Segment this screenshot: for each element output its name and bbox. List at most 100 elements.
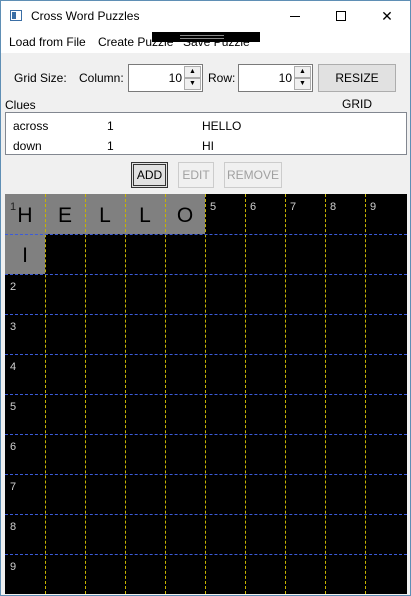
column-value[interactable]: 10 [168, 71, 182, 85]
menu-load-from-file[interactable]: Load from File [9, 35, 86, 49]
grid-cell[interactable] [325, 554, 365, 594]
grid-cell[interactable] [205, 474, 245, 514]
grid-cell[interactable] [285, 554, 325, 594]
grid-cell[interactable] [285, 514, 325, 554]
grid-cell[interactable] [85, 314, 125, 354]
grid-cell[interactable] [125, 554, 165, 594]
grid-cell[interactable] [245, 514, 285, 554]
grid-cell[interactable] [45, 274, 85, 314]
grid-cell[interactable]: 3 [5, 314, 45, 354]
grid-cell[interactable] [85, 434, 125, 474]
grid-cell[interactable] [205, 434, 245, 474]
grid-cell[interactable] [85, 394, 125, 434]
grid-cell[interactable] [125, 314, 165, 354]
grid-cell[interactable] [365, 474, 405, 514]
grid-cell[interactable] [285, 394, 325, 434]
edit-button[interactable]: EDIT [178, 162, 214, 188]
grid-cell[interactable]: 2 [5, 274, 45, 314]
grid-cell[interactable] [285, 314, 325, 354]
grid-cell[interactable]: L [85, 194, 125, 234]
grid-cell[interactable]: 7 [5, 474, 45, 514]
grid-cell[interactable] [285, 274, 325, 314]
grid-cell[interactable] [85, 354, 125, 394]
clues-list[interactable]: across 1 HELLO down 1 HI [5, 112, 407, 155]
grid-cell[interactable] [205, 514, 245, 554]
minimize-button[interactable] [272, 1, 318, 31]
grid-cell[interactable] [325, 434, 365, 474]
column-spinner[interactable]: 10 ▲ ▼ [128, 64, 203, 92]
grid-cell[interactable] [365, 354, 405, 394]
grid-cell[interactable] [365, 234, 405, 274]
grid-cell[interactable] [125, 434, 165, 474]
add-button[interactable]: ADD [131, 162, 168, 188]
close-button[interactable]: ✕ [364, 1, 410, 31]
grid-cell[interactable]: E [45, 194, 85, 234]
grid-cell[interactable] [205, 274, 245, 314]
grid-cell[interactable]: 5 [5, 394, 45, 434]
grid-cell[interactable] [245, 434, 285, 474]
grid-cell[interactable] [365, 314, 405, 354]
grid-cell[interactable] [165, 514, 205, 554]
grid-cell[interactable] [365, 514, 405, 554]
grid-cell[interactable] [45, 314, 85, 354]
grid-cell[interactable] [245, 394, 285, 434]
grid-cell[interactable] [165, 474, 205, 514]
grid-cell[interactable]: 5 [205, 194, 245, 234]
grid-cell[interactable] [205, 554, 245, 594]
grid-cell[interactable]: L [125, 194, 165, 234]
column-decrement-button[interactable]: ▼ [184, 78, 201, 90]
grid-cell[interactable] [325, 514, 365, 554]
grid-cell[interactable]: 6 [5, 434, 45, 474]
grid-cell[interactable]: 8 [5, 514, 45, 554]
grid-cell[interactable] [245, 354, 285, 394]
grid-cell[interactable] [205, 234, 245, 274]
grid-cell[interactable] [325, 394, 365, 434]
grid-cell[interactable] [85, 274, 125, 314]
grid-cell[interactable] [125, 234, 165, 274]
grid-cell[interactable] [165, 234, 205, 274]
grid-cell[interactable] [45, 354, 85, 394]
row-decrement-button[interactable]: ▼ [294, 78, 311, 90]
grid-cell[interactable] [205, 394, 245, 434]
grid-cell[interactable] [245, 314, 285, 354]
grid-cell[interactable]: 9 [365, 194, 405, 234]
grid-cell[interactable] [125, 354, 165, 394]
grid-cell[interactable] [245, 474, 285, 514]
grid-cell[interactable] [285, 474, 325, 514]
grid-cell[interactable] [45, 394, 85, 434]
grid-cell[interactable] [245, 234, 285, 274]
grid-cell[interactable]: 4 [5, 354, 45, 394]
grid-cell[interactable] [45, 434, 85, 474]
column-increment-button[interactable]: ▲ [184, 66, 201, 78]
grid-cell[interactable] [125, 474, 165, 514]
grid-cell[interactable] [285, 434, 325, 474]
grid-cell[interactable]: 8 [325, 194, 365, 234]
grid-cell[interactable] [45, 234, 85, 274]
grid-cell[interactable] [165, 554, 205, 594]
grid-cell[interactable] [165, 434, 205, 474]
grid-cell[interactable] [365, 434, 405, 474]
grid-cell[interactable]: 9 [5, 554, 45, 594]
resize-grid-button[interactable]: RESIZE GRID [318, 64, 396, 111]
grid-cell[interactable] [205, 314, 245, 354]
row-spinner[interactable]: 10 ▲ ▼ [238, 64, 313, 92]
grid-cell[interactable] [125, 394, 165, 434]
grid-cell[interactable] [165, 394, 205, 434]
grid-cell[interactable]: I [5, 234, 45, 274]
row-increment-button[interactable]: ▲ [294, 66, 311, 78]
grid-cell[interactable] [325, 234, 365, 274]
grid-cell[interactable] [365, 394, 405, 434]
grid-cell[interactable] [125, 514, 165, 554]
clue-row[interactable]: down 1 HI [6, 135, 406, 154]
grid-cell[interactable] [325, 274, 365, 314]
grid-cell[interactable] [245, 274, 285, 314]
grid-cell[interactable] [85, 554, 125, 594]
grid-cell[interactable] [285, 234, 325, 274]
grid-cell[interactable] [205, 354, 245, 394]
maximize-button[interactable] [318, 1, 364, 31]
grid-cell[interactable]: 7 [285, 194, 325, 234]
remove-button[interactable]: REMOVE [224, 162, 282, 188]
row-value[interactable]: 10 [278, 71, 292, 85]
